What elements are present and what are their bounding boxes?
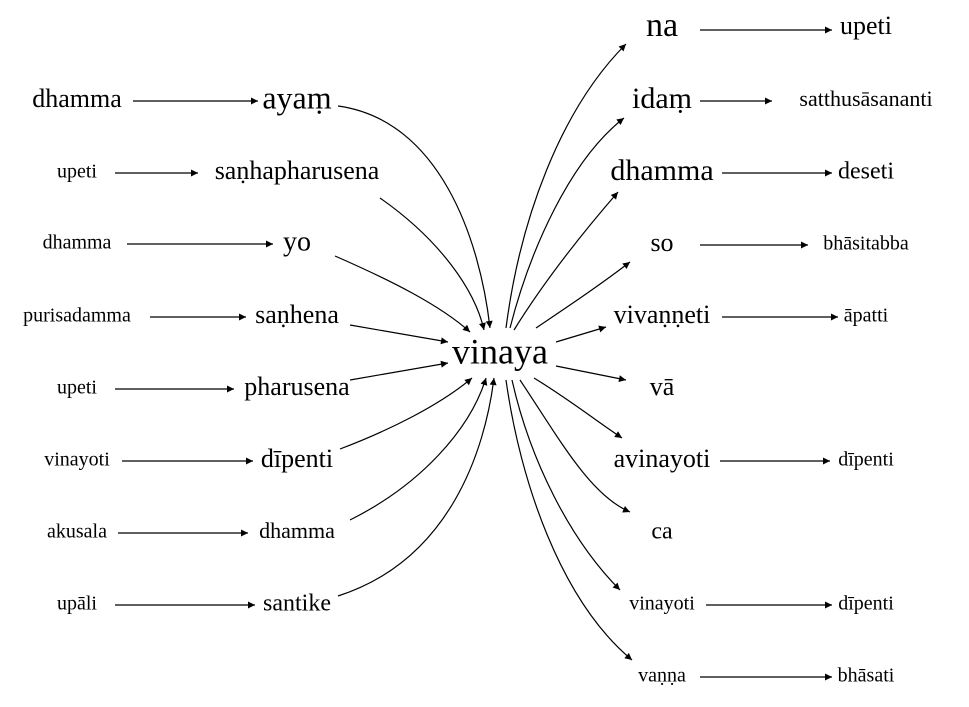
right-node-word: vivaṇṇeti [614, 300, 711, 329]
right-node-word: vā [650, 372, 675, 401]
left-source-word: vinayoti [44, 449, 110, 471]
right-target-words: upeti satthusāsananti deseti bhāsitabba … [799, 11, 932, 687]
right-target-word: bhāsati [838, 665, 895, 687]
left-target-word: saṇhena [255, 300, 339, 329]
edge-arrow [379, 197, 486, 331]
incoming-curved-edges [334, 105, 497, 597]
right-node-word: so [650, 228, 673, 257]
edge-arrow [511, 379, 621, 591]
right-target-word: āpatti [844, 305, 889, 327]
left-target-word: yo [283, 226, 311, 257]
edge-arrow [337, 377, 497, 597]
left-source-word: purisadamma [23, 305, 131, 327]
edge-arrow [535, 261, 631, 329]
edge-arrow [513, 191, 619, 331]
edge-arrow [509, 117, 625, 329]
right-target-word: deseti [838, 159, 894, 185]
edge-arrow [339, 377, 473, 450]
left-source-word: upāli [57, 593, 97, 615]
left-target-word: dīpenti [261, 444, 333, 473]
left-horizontal-edges [115, 97, 273, 609]
edge-arrow [555, 365, 627, 383]
left-target-word: dhamma [259, 518, 335, 543]
left-source-word: dhamma [32, 84, 122, 113]
edge-arrow [555, 325, 607, 343]
left-target-word: santike [263, 591, 331, 617]
right-node-word: vinayoti [629, 593, 695, 615]
edge-arrow [349, 360, 449, 381]
right-node-word: na [646, 7, 678, 44]
right-nodes: na idaṃ dhamma so vivaṇṇeti vā avinayoti… [610, 7, 713, 687]
edge-arrow [349, 377, 488, 521]
left-source-words: dhamma upeti dhamma purisadamma upeti vi… [23, 84, 131, 615]
outgoing-curved-edges [505, 43, 633, 661]
right-target-word: dīpenti [838, 593, 894, 615]
left-source-word: akusala [47, 521, 107, 543]
left-target-word: ayaṃ [262, 79, 331, 115]
right-node-word: avinayoti [614, 444, 711, 473]
right-node-word: idaṃ [632, 82, 692, 115]
edge-arrow [505, 43, 627, 329]
right-target-word: upeti [840, 11, 892, 40]
right-node-word: ca [651, 519, 673, 545]
right-target-word: bhāsitabba [823, 233, 909, 255]
right-target-word: satthusāsananti [799, 86, 932, 111]
left-source-word: upeti [57, 377, 97, 399]
edge-arrow [349, 324, 449, 345]
right-target-word: dīpenti [838, 449, 894, 471]
left-target-words: ayaṃ saṇhapharusena yo saṇhena pharusena… [215, 79, 380, 616]
left-target-word: pharusena [244, 372, 350, 401]
edge-arrow [337, 105, 493, 329]
right-node-word: vaṇṇa [638, 665, 686, 687]
right-node-word: dhamma [610, 154, 713, 187]
left-source-word: upeti [57, 161, 97, 183]
edge-arrow [533, 377, 623, 439]
edge-arrow [519, 379, 631, 513]
edge-arrow [334, 255, 471, 333]
edge-arrow [505, 379, 633, 661]
right-horizontal-edges [700, 26, 838, 681]
left-target-word: saṇhapharusena [215, 156, 380, 185]
center-node: vinaya [452, 331, 548, 371]
left-source-word: dhamma [43, 232, 112, 254]
